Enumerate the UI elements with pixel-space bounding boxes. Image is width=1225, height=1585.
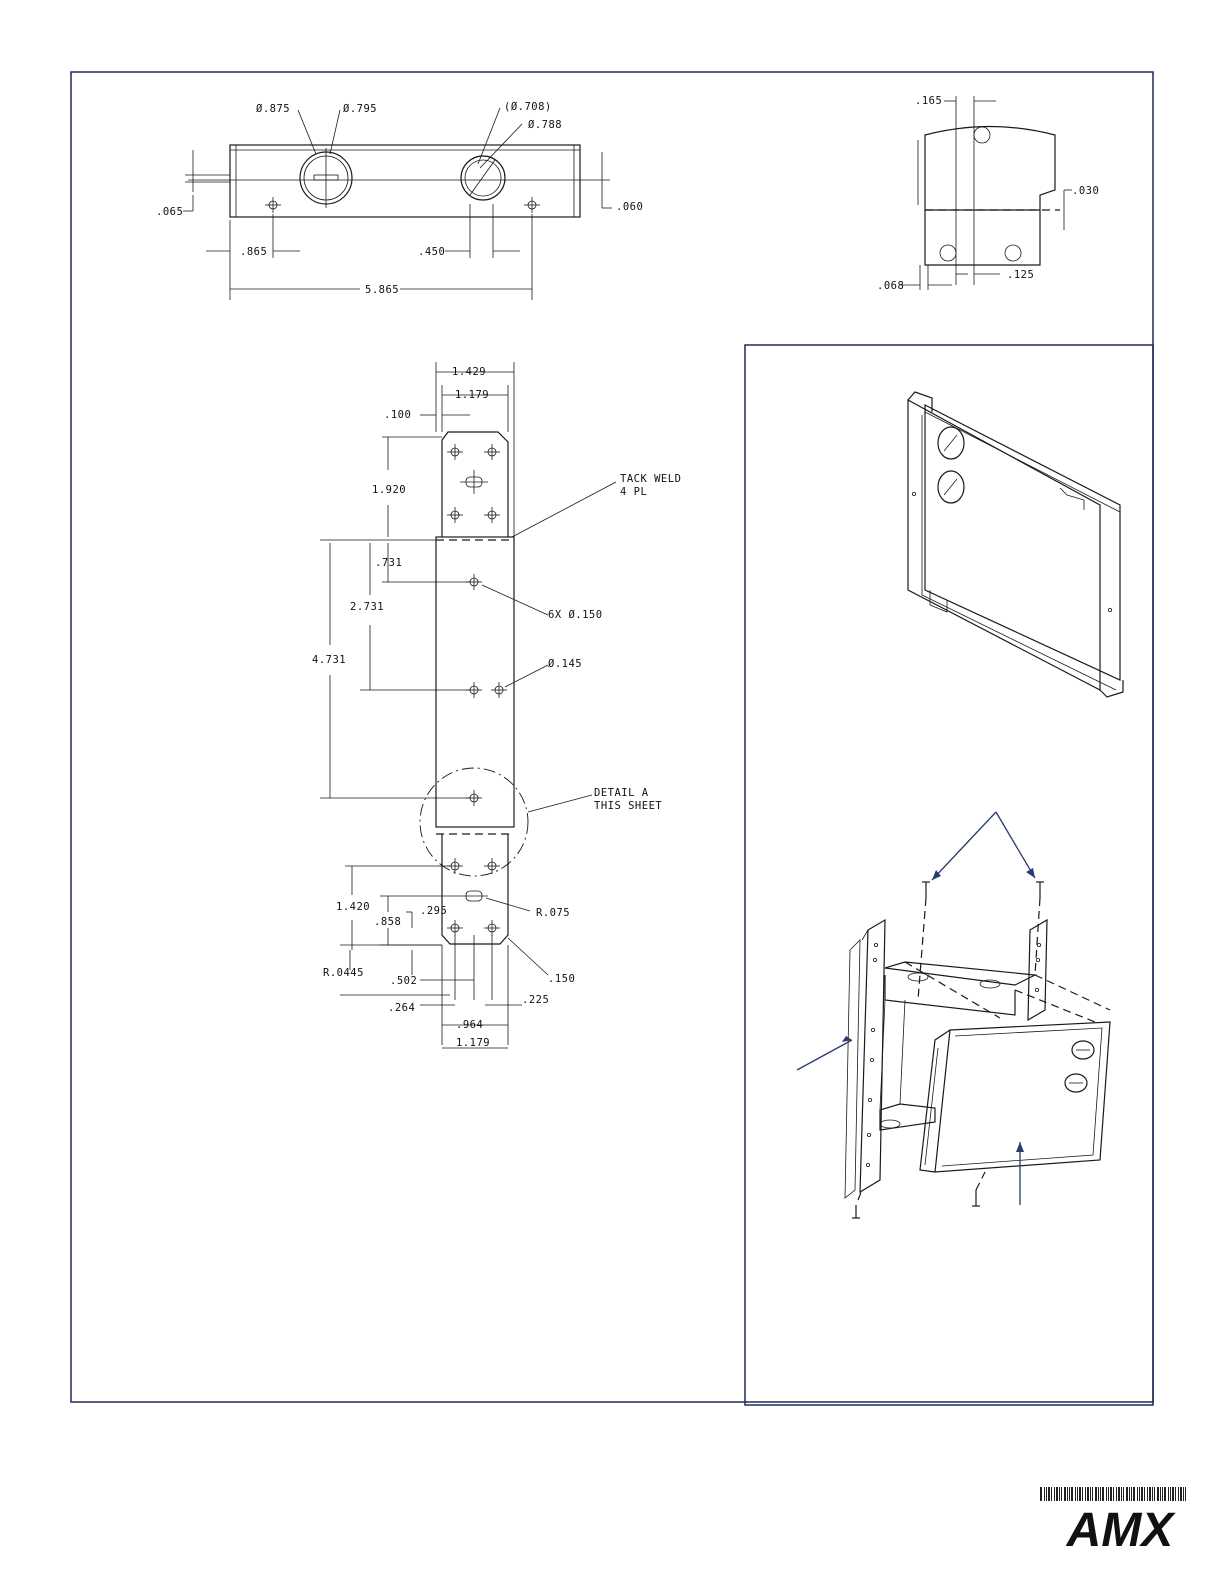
dim-s030: .030 (1072, 185, 1099, 197)
dim-t450: .450 (418, 246, 445, 258)
barcode-bar (1170, 1487, 1171, 1501)
barcode-bar (1102, 1487, 1104, 1501)
callout-tack-weld: TACK WELD (620, 473, 681, 485)
barcode-bar (1180, 1487, 1182, 1501)
barcode-bar (1168, 1487, 1169, 1501)
dim-f2731: 2.731 (350, 601, 384, 613)
barcode-bar (1059, 1487, 1060, 1501)
dim-f964: .964 (456, 1019, 483, 1031)
barcode-bar (1172, 1487, 1174, 1501)
dim-f100: .100 (384, 409, 411, 421)
barcode-bar (1121, 1487, 1122, 1501)
dim-f502: .502 (390, 975, 417, 987)
amx-logo: AMX (1040, 1508, 1200, 1554)
barcode-bar (1139, 1487, 1140, 1501)
barcode-bar (1144, 1487, 1145, 1501)
barcode (1040, 1487, 1190, 1501)
dim-f1179a: 1.179 (455, 389, 489, 401)
dim-f1179b: 1.179 (456, 1037, 490, 1049)
barcode-bar (1067, 1487, 1068, 1501)
dim-s068: .068 (877, 280, 904, 292)
barcode-bar (1100, 1487, 1101, 1501)
barcode-bar (1046, 1487, 1047, 1501)
amx-logo-text: AMX (1066, 1508, 1177, 1554)
barcode-bar (1079, 1487, 1081, 1501)
dim-f225: .225 (522, 994, 549, 1006)
dim-f295: .295 (420, 905, 447, 917)
dim-s165: .165 (915, 95, 942, 107)
barcode-bar (1129, 1487, 1130, 1501)
dim-t5865: 5.865 (365, 284, 399, 296)
barcode-bar (1064, 1487, 1066, 1501)
dim-f858: .858 (374, 916, 401, 928)
barcode-bar (1071, 1487, 1073, 1501)
dim-f264: .264 (388, 1002, 415, 1014)
barcode-bar (1090, 1487, 1091, 1501)
barcode-bar (1040, 1487, 1042, 1501)
callout-tack-weld-count: 4 PL (620, 486, 647, 498)
barcode-bar (1162, 1487, 1163, 1501)
barcode-bar (1137, 1487, 1138, 1501)
barcode-bar (1044, 1487, 1045, 1501)
barcode-bar (1085, 1487, 1086, 1501)
barcode-bar (1147, 1487, 1148, 1501)
callout-r075: R.075 (536, 907, 570, 919)
barcode-bar (1133, 1487, 1135, 1501)
barcode-bar (1095, 1487, 1097, 1501)
barcode-bar (1164, 1487, 1166, 1501)
dim-s125: .125 (1007, 269, 1034, 281)
barcode-bar (1054, 1487, 1055, 1501)
barcode-bar (1077, 1487, 1078, 1501)
barcode-bar (1149, 1487, 1151, 1501)
barcode-bar (1048, 1487, 1050, 1501)
barcode-bar (1183, 1487, 1184, 1501)
barcode-bar (1082, 1487, 1083, 1501)
barcode-bar (1118, 1487, 1120, 1501)
dim-t865: .865 (240, 246, 267, 258)
dim-f4731: 4.731 (312, 654, 346, 666)
dim-fr0445: R.0445 (323, 967, 364, 979)
dim-f1429: 1.429 (452, 366, 486, 378)
barcode-bar (1185, 1487, 1186, 1501)
barcode-bar (1106, 1487, 1107, 1501)
dim-t065: .065 (156, 206, 183, 218)
barcode-bar (1110, 1487, 1112, 1501)
barcode-bar (1051, 1487, 1052, 1501)
barcode-bar (1178, 1487, 1179, 1501)
barcode-bar (1061, 1487, 1062, 1501)
barcode-bar (1160, 1487, 1161, 1501)
barcode-bar (1126, 1487, 1128, 1501)
dim-d708: (Ø.708) (504, 101, 552, 113)
barcode-bar (1113, 1487, 1114, 1501)
barcode-bar (1056, 1487, 1058, 1501)
callout-hole-145: Ø.145 (548, 658, 582, 670)
barcode-bar (1141, 1487, 1143, 1501)
callout-detail-a: DETAIL A (594, 787, 649, 799)
callout-6x-holes: 6X Ø.150 (548, 609, 603, 621)
barcode-bar (1131, 1487, 1132, 1501)
dim-d875: Ø.875 (256, 103, 290, 115)
barcode-bar (1087, 1487, 1089, 1501)
barcode-bar (1098, 1487, 1099, 1501)
barcode-bar (1108, 1487, 1109, 1501)
barcode-bar (1154, 1487, 1155, 1501)
barcode-bar (1175, 1487, 1176, 1501)
barcode-bar (1116, 1487, 1117, 1501)
barcode-bar (1092, 1487, 1093, 1501)
barcode-bar (1075, 1487, 1076, 1501)
dim-f1920: 1.920 (372, 484, 406, 496)
dim-d788: Ø.788 (528, 119, 562, 131)
barcode-bar (1069, 1487, 1070, 1501)
callout-150: .150 (548, 973, 575, 985)
dim-f1420: 1.420 (336, 901, 370, 913)
barcode-bar (1157, 1487, 1159, 1501)
callout-this-sheet: THIS SHEET (594, 800, 662, 812)
dim-t060: .060 (616, 201, 643, 213)
dim-f731: .731 (375, 557, 402, 569)
barcode-bar (1123, 1487, 1124, 1501)
dim-d795: Ø.795 (343, 103, 377, 115)
barcode-bar (1152, 1487, 1153, 1501)
